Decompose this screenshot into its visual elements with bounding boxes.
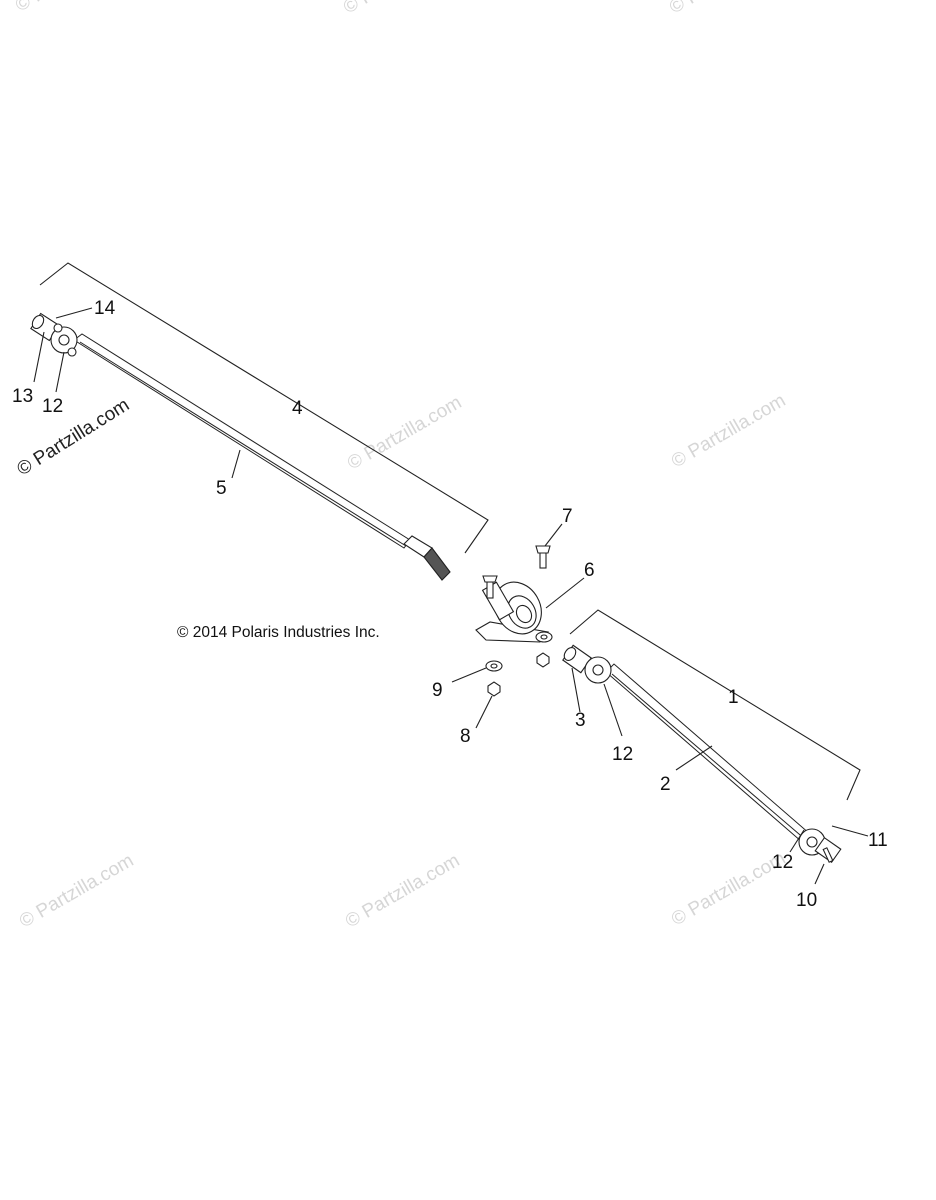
watermark-bottom-left: © Partzilla.com — [16, 850, 137, 932]
nut-right — [536, 652, 550, 668]
leader-3 — [571, 667, 581, 713]
callout-11: 11 — [868, 830, 888, 851]
leader-12c — [789, 829, 805, 853]
washer-right-hole — [540, 634, 548, 640]
rear-front-ujoint-cap — [592, 664, 604, 676]
front-driveshaft — [30, 262, 489, 581]
callout-3: 3 — [575, 710, 586, 731]
rear-shaft-tube — [605, 663, 811, 843]
callout-13: 13 — [12, 386, 33, 407]
rear-front-yoke-end — [563, 647, 577, 661]
leader-10 — [814, 863, 825, 885]
callout-2: 2 — [660, 774, 671, 795]
leader-5 — [231, 449, 241, 479]
bolt-right — [535, 545, 551, 569]
callout-12-mid: 12 — [612, 744, 633, 765]
leader-9 — [451, 667, 487, 683]
leader-lines — [33, 307, 869, 885]
callout-5: 5 — [216, 478, 227, 499]
leader-7 — [544, 523, 563, 547]
callout-12-rear: 12 — [772, 852, 793, 873]
bolt-left — [482, 575, 498, 599]
rear-driveshaft — [562, 609, 861, 864]
watermark-top-right: © Partzilla.com — [666, 0, 787, 18]
leader-6 — [545, 577, 585, 609]
rear-shaft-tube-shade — [611, 673, 807, 841]
leader-14 — [55, 307, 93, 319]
callout-10: 10 — [796, 890, 817, 911]
callout-12-front: 12 — [42, 396, 63, 417]
center-bearing-assembly — [475, 545, 553, 697]
washer-left-hole — [490, 663, 498, 669]
watermark-mid-right: © Partzilla.com — [668, 390, 789, 472]
front-yoke-end — [31, 314, 45, 330]
callout-labels: 14 13 12 4 5 7 6 9 8 3 1 12 2 11 12 10 — [12, 298, 888, 911]
callout-4: 4 — [292, 398, 303, 419]
front-shaft-tube-shade — [79, 341, 407, 547]
watermark-mid-center: © Partzilla.com — [344, 392, 465, 474]
watermark-bottom-center: © Partzilla.com — [342, 850, 463, 932]
leader-2 — [675, 745, 713, 771]
bracket-item-4 — [39, 262, 489, 554]
rear-rear-ujoint-cap — [806, 836, 818, 848]
pin-item-10 — [822, 847, 834, 863]
front-shaft-spline-tip — [423, 547, 451, 581]
bearing-inner — [515, 604, 533, 624]
callout-9: 9 — [432, 680, 443, 701]
front-ujoint-cap — [58, 334, 70, 346]
bracket-item-1 — [569, 609, 861, 801]
front-ujoint-cap-bottom — [67, 347, 77, 357]
leader-11 — [831, 825, 869, 837]
leader-12a — [55, 351, 65, 393]
callout-1: 1 — [728, 687, 739, 708]
leader-12b — [603, 683, 623, 737]
callout-7: 7 — [562, 506, 573, 527]
leader-8 — [475, 695, 493, 729]
partzilla-watermark: © Partzilla.com — [14, 395, 134, 481]
copyright-text: © 2014 Polaris Industries Inc. — [177, 624, 380, 641]
callout-8: 8 — [460, 726, 471, 747]
nut-left — [487, 681, 501, 697]
watermark-top-center: © Partzilla.com — [340, 0, 461, 18]
leader-13 — [33, 331, 45, 383]
watermark-top-left: © Partzilla.com — [12, 0, 133, 16]
callout-6: 6 — [584, 560, 595, 581]
front-ujoint-cap-top — [53, 323, 63, 333]
callout-14: 14 — [94, 298, 116, 319]
